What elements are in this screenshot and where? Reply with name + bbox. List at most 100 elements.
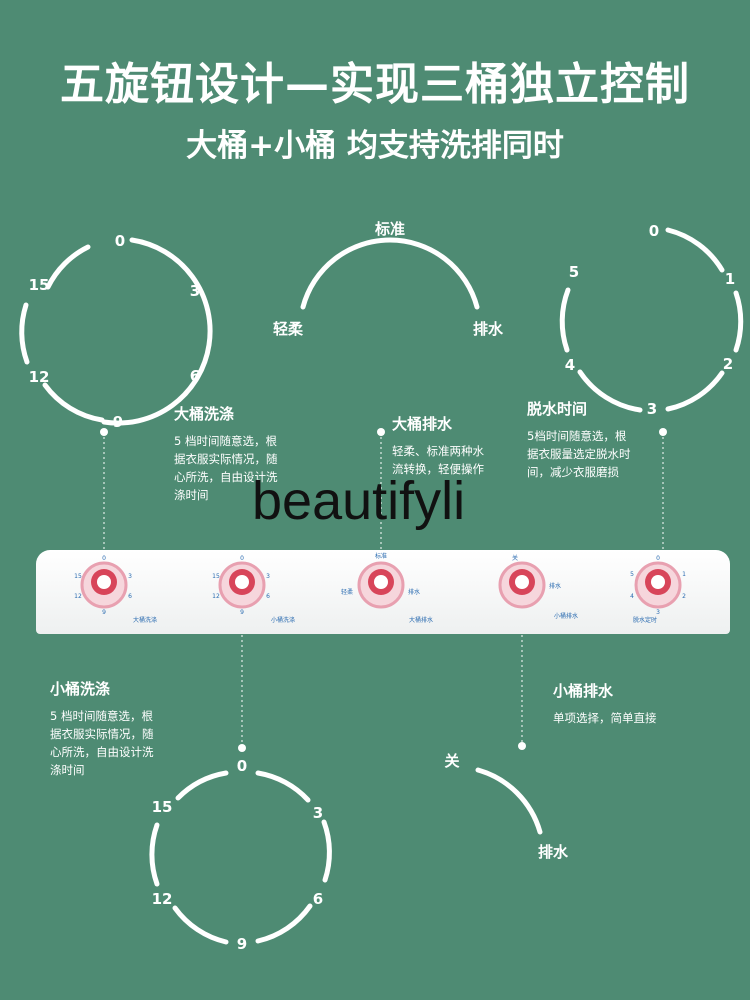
description-line: 据衣服量选定脱水时 [527, 447, 631, 461]
spin-dial-arc-3 [665, 370, 725, 412]
description-line: 5档时间随意选，根 [527, 429, 627, 443]
knob-tick: 0 [102, 555, 106, 562]
description-line: 心所洗，自由设计洗 [50, 745, 154, 759]
small-wash-dial-arc-1 [255, 770, 311, 803]
description-line: 5 档时间随意选，根 [50, 709, 153, 723]
big-wash-dial: 0 3 6 9 12 15 [19, 232, 213, 431]
knob-tick: 0 [240, 555, 244, 562]
knob-tick: 6 [266, 593, 270, 600]
knob-big-wash[interactable]: 0 3 6 9 12 15 大桶洗涤 [74, 555, 157, 624]
small-wash-dial-arc-3 [255, 903, 313, 944]
big-wash-label-6: 6 [190, 367, 200, 385]
small-wash-dial: 0 3 6 9 12 15 [149, 757, 332, 953]
description-line: 据衣服实际情况，随 [174, 452, 278, 466]
leader-dots [100, 428, 667, 752]
description-line: 流转换，轻便操作 [392, 462, 484, 476]
description-line: 轻柔、标准两种水 [392, 444, 484, 458]
small-wash-label-3: 3 [313, 804, 323, 822]
knob-small-wash[interactable]: 0 3 6 9 12 15 小桶洗涤 [212, 555, 295, 624]
small-drain-dial: 关 排水 [444, 752, 569, 861]
knob-small-drain[interactable]: 关 排水 小桶排水 [498, 554, 578, 620]
knob-tick: 1 [682, 571, 686, 578]
page-subtitle: 大桶+小桶 均支持洗排同时 [186, 128, 564, 164]
leader-dot-big-drain [377, 428, 385, 436]
feature-heading: 小桶排水 [553, 682, 614, 700]
knob-caption: 脱水定时 [633, 616, 657, 624]
spin-label-3: 3 [647, 400, 657, 418]
description-line: 涤时间 [174, 488, 209, 502]
knob-tick: 12 [212, 593, 220, 600]
big-wash-dial-arc-left2 [19, 302, 30, 365]
knob-tick: 排水 [408, 588, 420, 596]
small-wash-label-6: 6 [313, 890, 323, 908]
feature-small-wash: 小桶洗涤 5 档时间随意选，根 据衣服实际情况，随 心所洗，自由设计洗 涤时间 [50, 678, 190, 779]
small-wash-label-12: 12 [152, 890, 173, 908]
big-wash-dial-arc-left [45, 244, 91, 290]
small-drain-label-off: 关 [444, 752, 459, 770]
big-drain-label-standard: 标准 [374, 220, 405, 238]
spin-label-5: 5 [569, 263, 579, 281]
spin-label-1: 1 [725, 270, 735, 288]
spin-dial-arc-2 [733, 290, 744, 353]
spin-label-0: 0 [649, 222, 659, 240]
description-line: 涤时间 [50, 763, 85, 777]
description-line: 5 档时间随意选，根 [174, 434, 277, 448]
knob-tick: 0 [656, 555, 660, 562]
small-drain-label-drain: 排水 [538, 843, 569, 861]
big-drain-dial: 标准 轻柔 排水 [273, 220, 504, 338]
spin-label-2: 2 [723, 355, 733, 373]
small-wash-dial-arc-4 [172, 905, 229, 945]
feature-description: 5档时间随意选，根 据衣服量选定脱水时 间，减少衣服磨损 [527, 427, 657, 481]
knob-tick: 12 [74, 593, 82, 600]
small-wash-dial-arc-2 [321, 819, 332, 883]
spin-dial-arc-1 [665, 227, 725, 273]
big-drain-label-drain: 排水 [473, 320, 504, 338]
feature-description: 单项选择，简单直接 [553, 709, 693, 727]
knob-tick: 2 [682, 593, 686, 600]
watermark-text: beautifyli [252, 471, 466, 531]
small-drain-dial-arc [475, 767, 543, 835]
big-wash-label-0: 0 [115, 232, 125, 250]
knob-tick: 4 [630, 593, 634, 600]
knob-spin[interactable]: 0 1 2 3 4 5 脱水定时 [630, 555, 686, 624]
leader-dot-big-wash [100, 428, 108, 436]
knob-tick: 9 [102, 609, 106, 616]
feature-small-drain: 小桶排水 单项选择，简单直接 [553, 680, 693, 727]
knob-tick: 标准 [375, 552, 387, 560]
knob-tick: 15 [212, 573, 220, 580]
knob-tick: 3 [128, 573, 132, 580]
knob-caption: 小桶排水 [554, 612, 578, 620]
knob-tick: 5 [630, 571, 634, 578]
page-title: 五旋钮设计—实现三桶独立控制 [60, 59, 690, 110]
big-wash-dial-arc-left3 [42, 382, 105, 423]
spin-dial-arc-5 [559, 287, 571, 353]
knob-tick: 15 [74, 573, 82, 580]
knob-tick: 3 [656, 609, 660, 616]
feature-big-drain: 大桶排水 轻柔、标准两种水 流转换，轻便操作 [392, 413, 522, 478]
small-wash-label-15: 15 [152, 798, 173, 816]
knob-caption: 大桶洗涤 [133, 616, 157, 624]
spin-dial: 0 1 2 3 4 5 [559, 222, 744, 418]
knob-tick: 关 [512, 554, 518, 562]
description-line: 心所洗，自由设计洗 [174, 470, 278, 484]
small-wash-dial-arc-5 [149, 822, 160, 887]
knob-big-drain[interactable]: 标准 轻柔 排水 大桶排水 [341, 552, 433, 624]
small-wash-label-0: 0 [237, 757, 247, 775]
spin-label-4: 4 [565, 356, 575, 374]
big-wash-label-3: 3 [190, 282, 200, 300]
feature-heading: 小桶洗涤 [50, 680, 111, 698]
knob-tick: 3 [266, 573, 270, 580]
knob-highlight [651, 575, 665, 589]
knob-caption: 大桶排水 [409, 616, 433, 624]
feature-heading: 脱水时间 [527, 400, 588, 418]
big-wash-dial-arc [101, 237, 213, 426]
feature-heading: 大桶洗涤 [174, 405, 235, 423]
small-wash-label-9: 9 [237, 935, 247, 953]
feature-big-wash: 大桶洗涤 5 档时间随意选，根 据衣服实际情况，随 心所洗，自由设计洗 涤时间 [174, 403, 314, 504]
big-wash-label-15: 15 [29, 276, 50, 294]
feature-description: 5 档时间随意选，根 据衣服实际情况，随 心所洗，自由设计洗 涤时间 [50, 707, 190, 779]
knob-tick: 9 [240, 609, 244, 616]
feature-description: 轻柔、标准两种水 流转换，轻便操作 [392, 442, 522, 478]
